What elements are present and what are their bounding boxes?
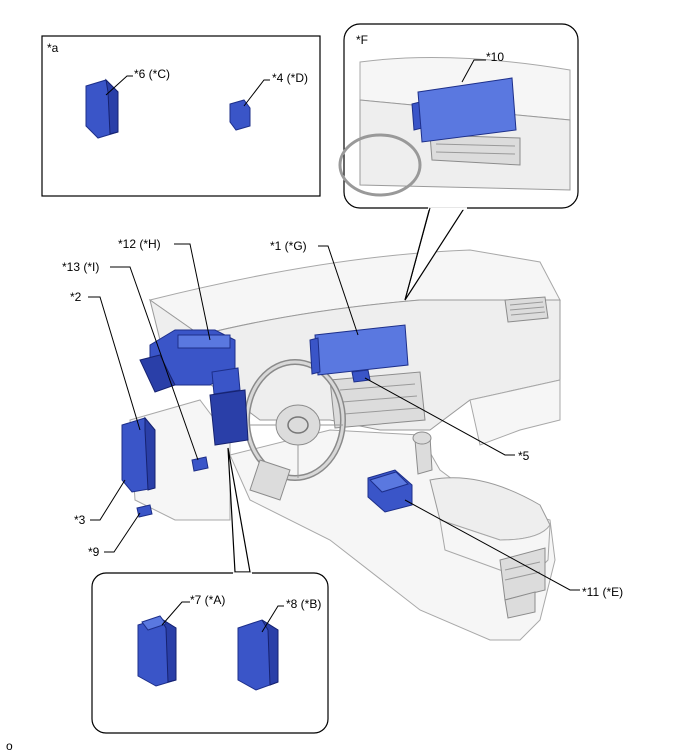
label-13-i: *13 (*I) bbox=[62, 260, 99, 274]
footer-mark: o bbox=[6, 739, 13, 753]
inset-box-f: *F *10 bbox=[338, 23, 579, 301]
part-6-c-module bbox=[85, 78, 119, 139]
part-11-e-module bbox=[367, 469, 413, 513]
inset-box-78: *7 (*A) *8 (*B) bbox=[91, 447, 329, 734]
part-1-g-display bbox=[309, 324, 409, 376]
label-12-h: *12 (*H) bbox=[118, 237, 161, 251]
callouts-main: *12 (*H) *1 (*G) *13 (*I) *2 *5 *3 *9 *1… bbox=[62, 207, 623, 599]
part-2-3-ecu bbox=[121, 416, 156, 493]
label-6-c: *6 (*C) bbox=[134, 67, 170, 81]
part-9-module bbox=[136, 504, 153, 518]
label-8-b: *8 (*B) bbox=[286, 597, 321, 611]
label-4-d: *4 (*D) bbox=[272, 71, 308, 85]
label-10: *10 bbox=[486, 50, 504, 64]
inset-f-label: *F bbox=[356, 33, 368, 47]
label-5: *5 bbox=[518, 449, 530, 463]
part-7-a-module bbox=[137, 615, 177, 687]
label-1-g: *1 (*G) bbox=[270, 239, 307, 253]
label-11-e: *11 (*E) bbox=[582, 585, 623, 599]
part-13-i-module bbox=[209, 367, 249, 446]
label-7-a: *7 (*A) bbox=[190, 593, 225, 607]
part-5-module bbox=[351, 369, 371, 383]
part-4-d-module bbox=[229, 99, 251, 131]
part-8-b-module bbox=[237, 619, 279, 691]
label-2: *2 bbox=[70, 290, 82, 304]
label-3: *3 bbox=[74, 513, 86, 527]
inset-a-label: *a bbox=[47, 41, 59, 55]
inset-box-a: *a *6 (*C) *4 (*D) bbox=[41, 35, 321, 197]
part-13-small bbox=[191, 456, 209, 472]
label-9: *9 bbox=[88, 545, 100, 559]
